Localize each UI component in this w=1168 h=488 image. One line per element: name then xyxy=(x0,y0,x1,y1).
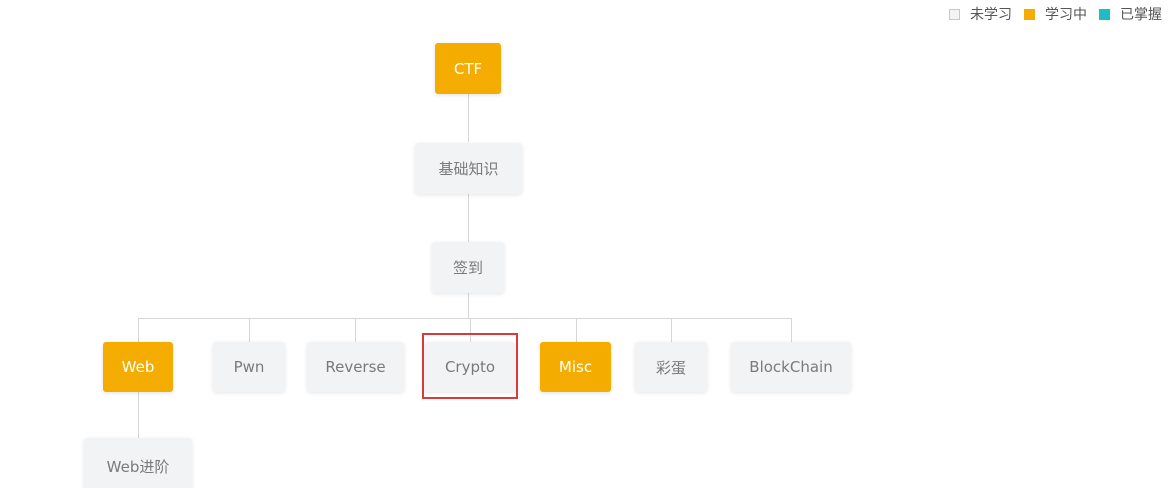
connector-basics-signin xyxy=(468,194,469,242)
node-basics[interactable]: 基础知识 xyxy=(415,143,522,194)
not-learned-swatch-icon xyxy=(949,8,960,20)
node-misc[interactable]: Misc xyxy=(540,342,611,392)
legend-item-not-learned[interactable]: 未学习 xyxy=(949,4,1012,24)
connector-to-pwn xyxy=(249,318,250,342)
node-easter-egg[interactable]: 彩蛋 xyxy=(635,342,707,392)
connector-to-easter-egg xyxy=(671,318,672,342)
legend-item-learning[interactable]: 学习中 xyxy=(1024,4,1087,24)
legend-item-mastered[interactable]: 已掌握 xyxy=(1099,4,1162,24)
learning-swatch-icon xyxy=(1024,8,1035,20)
mastered-swatch-icon xyxy=(1099,8,1110,20)
connector-ctf-basics xyxy=(468,94,469,142)
legend-label-learning: 学习中 xyxy=(1045,7,1087,23)
connector-to-reverse xyxy=(355,318,356,342)
node-crypto[interactable]: Crypto xyxy=(425,342,515,392)
connector-web-webadvanced xyxy=(138,392,139,438)
node-signin[interactable]: 签到 xyxy=(432,242,504,293)
connector-horizontal-bus xyxy=(138,318,792,319)
node-blockchain[interactable]: BlockChain xyxy=(731,342,851,392)
connector-to-crypto xyxy=(470,318,471,342)
node-web-advanced[interactable]: Web进阶 xyxy=(84,438,192,488)
node-ctf[interactable]: CTF xyxy=(435,43,501,94)
node-web[interactable]: Web xyxy=(103,342,173,392)
connector-to-web xyxy=(138,318,139,342)
connector-to-misc xyxy=(576,318,577,342)
connector-to-blockchain xyxy=(791,318,792,342)
node-reverse[interactable]: Reverse xyxy=(307,342,404,392)
legend-label-mastered: 已掌握 xyxy=(1120,7,1162,23)
node-pwn[interactable]: Pwn xyxy=(213,342,285,392)
connector-signin-trunk xyxy=(468,293,469,318)
legend-label-not-learned: 未学习 xyxy=(970,7,1012,23)
legend: 未学习 学习中 已掌握 xyxy=(937,4,1162,24)
